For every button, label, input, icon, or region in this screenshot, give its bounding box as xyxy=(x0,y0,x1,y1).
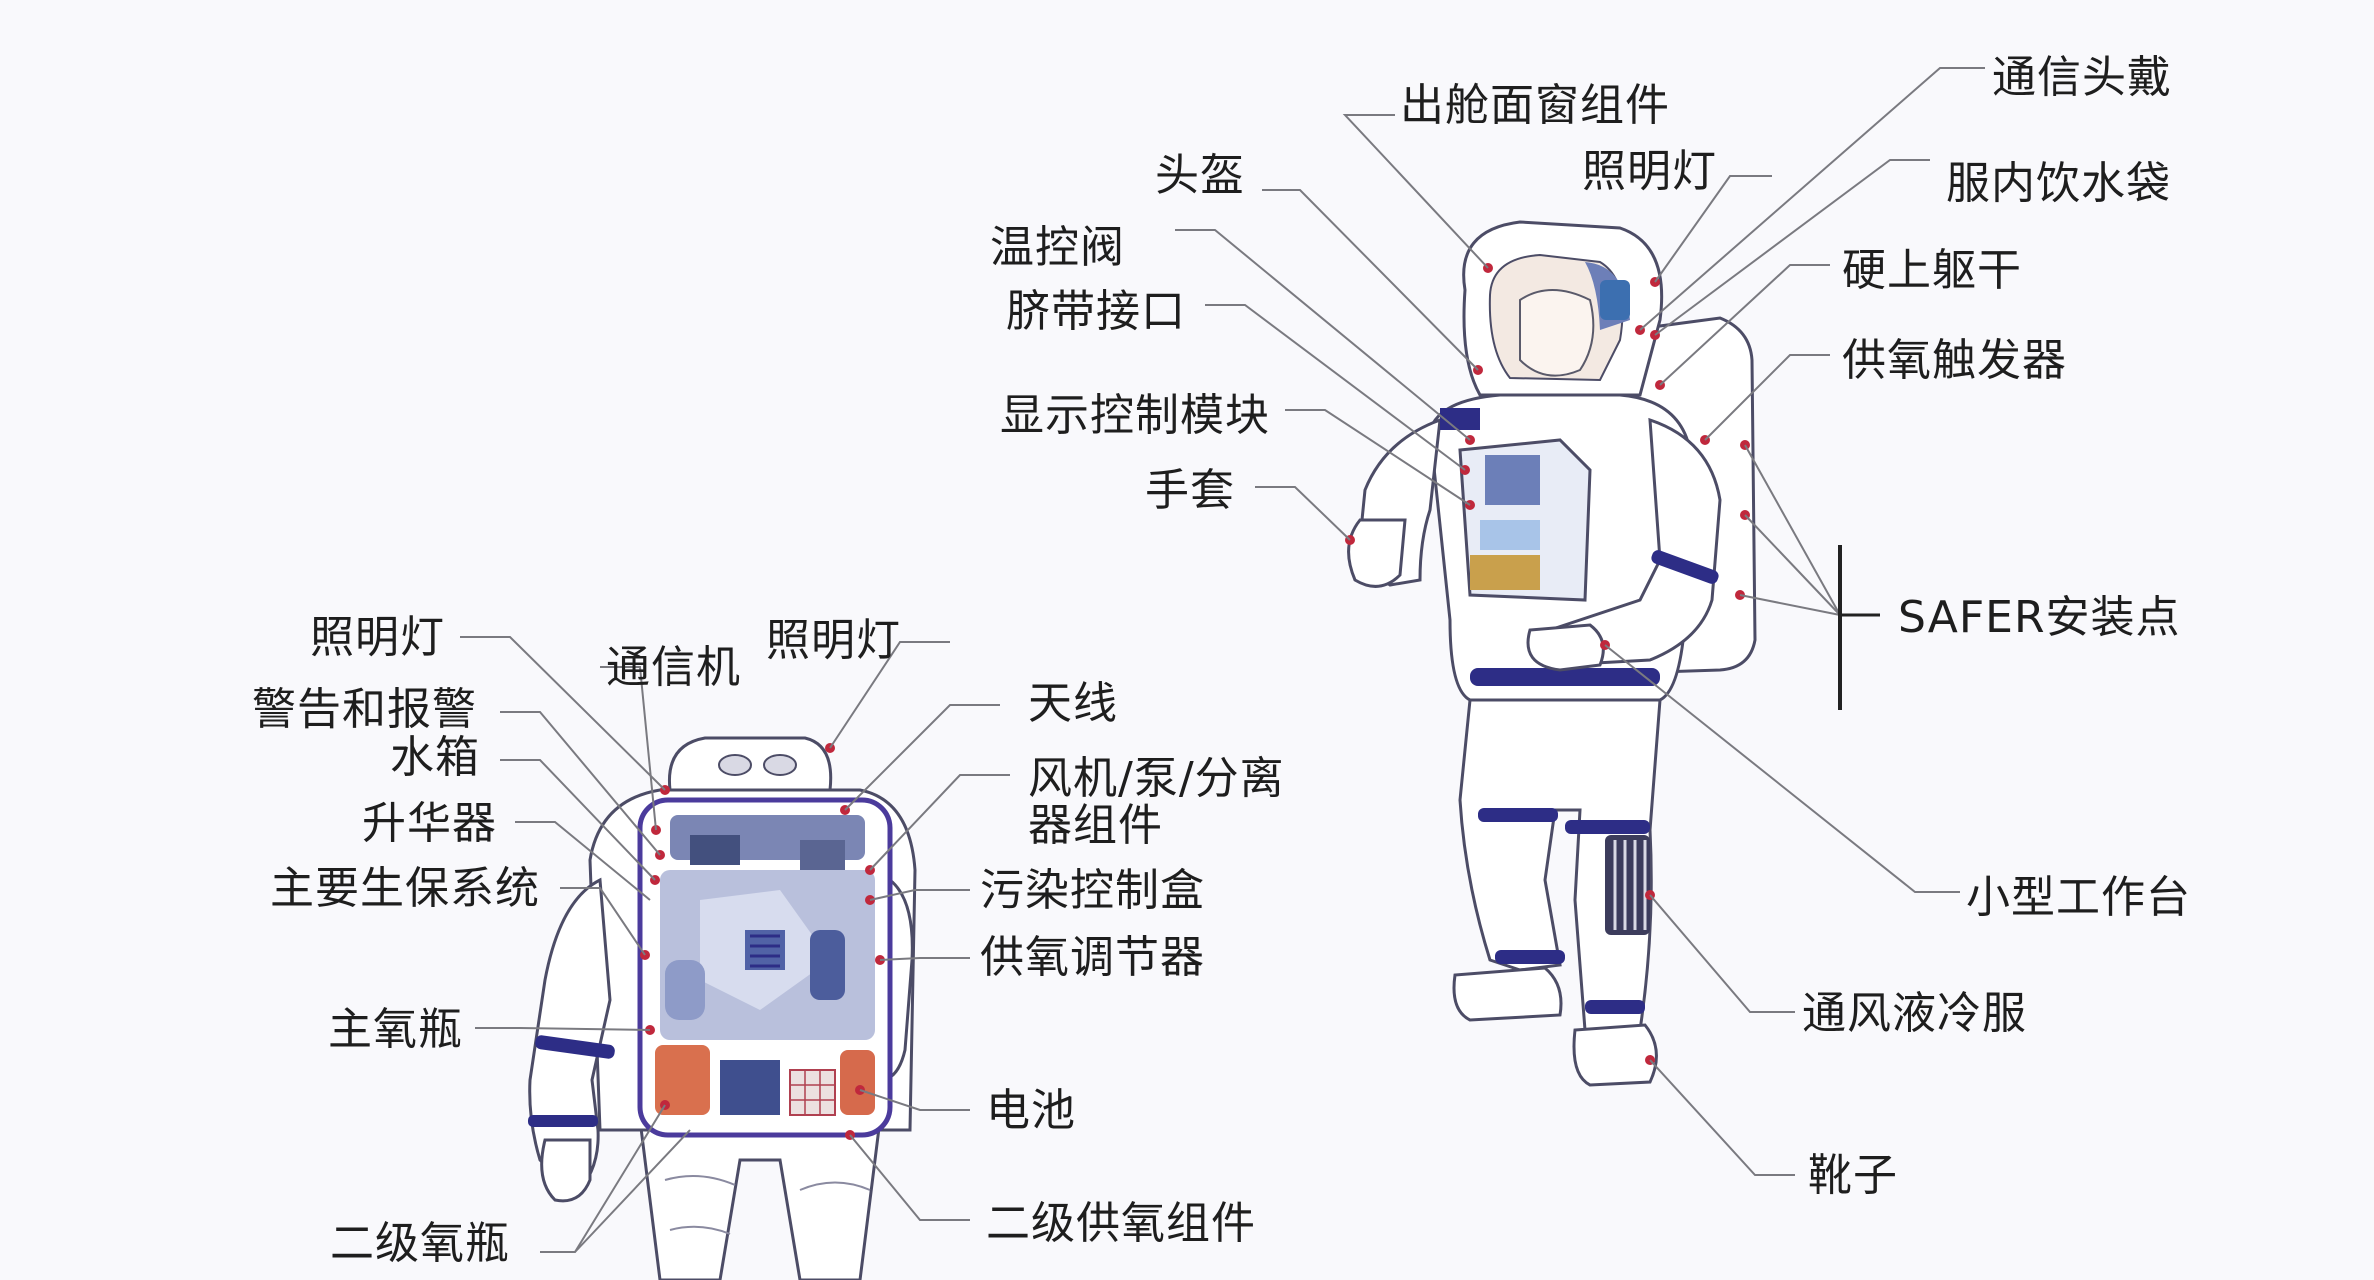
mini-workstation-panel xyxy=(1470,555,1540,590)
cooling-garment-lines xyxy=(1613,840,1647,930)
right-ankle-band-left xyxy=(1495,950,1565,964)
backpack-battery-grid xyxy=(789,1069,836,1116)
right-elbow-band xyxy=(1651,550,1719,584)
backpack-right-unit xyxy=(810,930,845,1000)
right-boot-left xyxy=(1452,966,1563,1022)
right-astronaut-glove-left xyxy=(1347,518,1407,588)
label-water-tank: 水箱 xyxy=(390,732,480,783)
cooling-garment-panel xyxy=(1605,835,1650,935)
left-wrist-band xyxy=(528,1115,598,1127)
label-helmet: 头盔 xyxy=(1155,150,1245,201)
left-leg-folds xyxy=(664,1175,871,1235)
label-comm-headset: 通信头戴 xyxy=(1992,52,2172,103)
left-astronaut-glove xyxy=(540,1138,592,1203)
label-safer-mount: SAFER安装点 xyxy=(1898,592,2181,643)
label-visor-assembly: 出舱面窗组件 xyxy=(1400,80,1670,131)
right-ankle-band-right xyxy=(1585,1000,1645,1014)
right-boot-right xyxy=(1572,1023,1658,1087)
backpack-bottom-module xyxy=(720,1060,780,1115)
right-astronaut-front-view xyxy=(1175,67,1985,1176)
label-temp-valve: 温控阀 xyxy=(990,222,1125,273)
backpack-battery-left xyxy=(655,1045,710,1115)
right-astronaut-face xyxy=(1519,289,1595,377)
label-secondary-oxygen-assembly: 二级供氧组件 xyxy=(986,1198,1256,1249)
display-module-screen xyxy=(1485,455,1540,505)
label-drink-bag: 服内饮水袋 xyxy=(1946,158,2171,209)
label-oxygen-trigger: 供氧触发器 xyxy=(1842,335,2067,386)
right-waist-band xyxy=(1470,668,1660,686)
label-mini-workstation: 小型工作台 xyxy=(1966,872,2191,923)
right-astronaut-legs xyxy=(1458,698,1662,1032)
label-fan-pump-line2: 器组件 xyxy=(1028,800,1163,851)
label-lighting-right: 照明灯 xyxy=(766,615,901,666)
label-cooling-garment: 通风液冷服 xyxy=(1802,988,2027,1039)
label-glove: 手套 xyxy=(1145,465,1235,516)
right-knee-band-right xyxy=(1565,820,1650,834)
backpack-grille xyxy=(750,934,780,968)
label-oxygen-regulator: 供氧调节器 xyxy=(980,932,1205,983)
display-module-panel xyxy=(1480,520,1540,550)
backpack-module-a xyxy=(690,835,740,865)
right-astronaut-glove-right xyxy=(1526,623,1605,672)
label-battery: 电池 xyxy=(986,1085,1076,1136)
right-leader-lines xyxy=(1175,67,1985,1176)
backpack-side-bottle xyxy=(665,960,705,1020)
left-leader-lines xyxy=(460,636,1010,1253)
label-sublimator: 升华器 xyxy=(362,798,497,849)
helmet-light xyxy=(1600,280,1630,320)
label-fan-pump-line1: 风机/泵/分离 xyxy=(1028,753,1285,804)
left-astronaut-legs xyxy=(638,1118,882,1280)
backpack-battery-right xyxy=(840,1050,875,1115)
label-main-oxygen-bottle: 主氧瓶 xyxy=(328,1004,463,1055)
label-contamination-box: 污染控制盒 xyxy=(980,865,1205,916)
left-helmet-lamp-1 xyxy=(718,754,752,776)
label-boots: 靴子 xyxy=(1808,1150,1898,1201)
label-umbilical-port: 脐带接口 xyxy=(1006,286,1186,337)
label-lighting-left: 照明灯 xyxy=(310,612,445,663)
label-primary-life-support: 主要生保系统 xyxy=(270,863,540,914)
label-lighting: 照明灯 xyxy=(1582,146,1717,197)
label-comm-unit: 通信机 xyxy=(606,642,741,693)
label-warning-alarm: 警告和报警 xyxy=(252,684,477,735)
label-hard-upper-torso: 硬上躯干 xyxy=(1842,245,2022,296)
battery-grid-lines xyxy=(790,1070,835,1115)
label-secondary-oxygen-bottle: 二级氧瓶 xyxy=(330,1218,510,1269)
left-astronaut-back-view xyxy=(460,636,1010,1280)
right-knee-band-left xyxy=(1478,808,1558,822)
right-labels: 出舱面窗组件 通信头戴 头盔 照明灯 服内饮水袋 温控阀 硬上躯干 脐带接口 供… xyxy=(990,52,2191,1201)
label-antenna: 天线 xyxy=(1028,678,1118,729)
left-labels: 照明灯 通信机 照明灯 警告和报警 天线 水箱 风机/泵/分离 器组件 升华器 … xyxy=(252,612,1285,1269)
label-display-control-module: 显示控制模块 xyxy=(1000,390,1270,441)
left-arm-band xyxy=(535,1035,615,1059)
left-helmet-lamp-2 xyxy=(763,754,797,776)
